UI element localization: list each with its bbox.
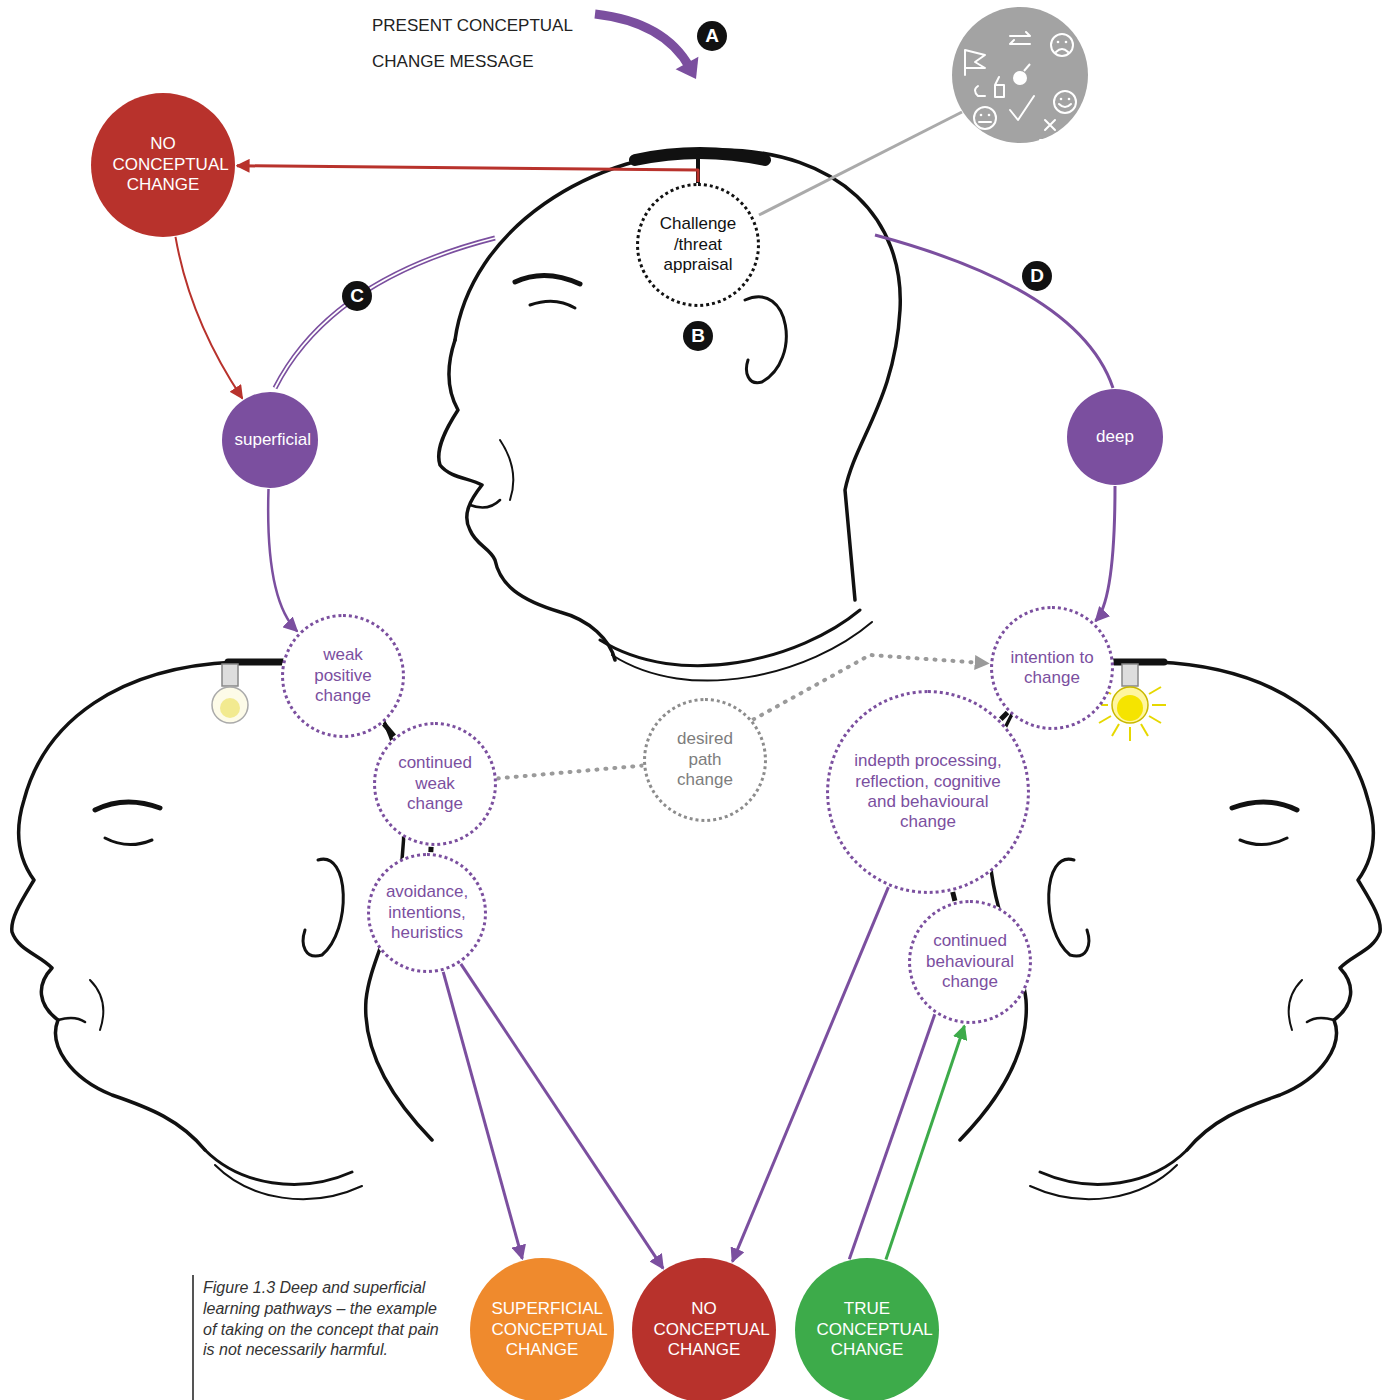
top-head xyxy=(439,150,901,681)
connector-arrow xyxy=(1001,713,1008,720)
node-text: superficial xyxy=(235,430,306,450)
superficial-arc-inner xyxy=(275,238,495,388)
outcome-circle: NO CONCEPTUAL CHANGE xyxy=(632,1258,776,1400)
callout-letter: A xyxy=(697,21,727,51)
node-text: intention to change xyxy=(1006,648,1098,689)
connector-arrow xyxy=(732,887,888,1262)
connector-arrow xyxy=(498,766,642,779)
node-text: deep xyxy=(1096,427,1134,447)
node-text: NO CONCEPTUAL CHANGE xyxy=(113,134,214,195)
connector-arrow xyxy=(428,847,433,852)
message-label: PRESENT CONCEPTUAL CHANGE MESSAGE xyxy=(372,8,587,80)
outcome-circle: SUPERFICIAL CONCEPTUAL CHANGE xyxy=(470,1258,614,1400)
node-text: continued behavioural change xyxy=(924,931,1016,992)
message-arrow xyxy=(595,14,690,68)
connector-arrow xyxy=(1096,486,1116,621)
stage-circle: intention to change xyxy=(990,606,1114,730)
connector-arrow xyxy=(461,964,663,1269)
figure-caption: Figure 1.3 Deep and superficial learning… xyxy=(203,1278,443,1361)
message-arrowhead xyxy=(676,57,699,79)
connector-arrow xyxy=(384,724,394,736)
connector-arrow xyxy=(443,972,522,1259)
connector-arrow xyxy=(953,892,955,901)
stage-circle: weak positive change xyxy=(281,614,405,738)
stage-circle: continued weak change xyxy=(373,722,497,846)
callout-letter: B xyxy=(683,321,713,351)
node-text: Challenge /threat appraisal xyxy=(652,214,744,275)
connector-arrow xyxy=(237,166,698,182)
callout-letter: C xyxy=(342,281,372,311)
deep-arc xyxy=(875,235,1113,388)
node-text: SUPERFICIAL CONCEPTUAL CHANGE xyxy=(492,1299,593,1360)
outcome-circle: NO CONCEPTUAL CHANGE xyxy=(91,93,235,237)
node-text: indepth processing, reflection, cognitiv… xyxy=(842,751,1014,833)
outcome-circle: TRUE CONCEPTUAL CHANGE xyxy=(795,1258,939,1400)
superficial-arc xyxy=(275,238,495,388)
connector-arrow xyxy=(268,489,297,631)
desired-path-circle: desired path change xyxy=(643,698,767,822)
dim-bulb xyxy=(212,664,248,723)
connector-arrow xyxy=(886,1026,965,1260)
node-text: avoidance, intentions, heuristics xyxy=(383,882,472,943)
pathway-circle: deep xyxy=(1067,389,1163,485)
node-text: TRUE CONCEPTUAL CHANGE xyxy=(817,1299,918,1360)
node-text: weak positive change xyxy=(297,645,389,706)
appraisal-circle: Challenge /threat appraisal xyxy=(636,183,760,307)
caption-bar xyxy=(192,1275,194,1400)
stage-circle: indepth processing, reflection, cognitiv… xyxy=(826,690,1030,894)
connector-arrow xyxy=(176,237,243,399)
node-text: NO CONCEPTUAL CHANGE xyxy=(654,1299,755,1360)
stage-circle: continued behavioural change xyxy=(908,900,1032,1024)
callout-letter: D xyxy=(1022,261,1052,291)
connector-arrow xyxy=(849,1014,935,1259)
node-text: continued weak change xyxy=(389,753,481,814)
stage-circle: avoidance, intentions, heuristics xyxy=(367,853,487,973)
node-text: desired path change xyxy=(659,729,751,790)
appraisal-icons xyxy=(759,7,1088,215)
pathway-circle: superficial xyxy=(222,392,318,488)
